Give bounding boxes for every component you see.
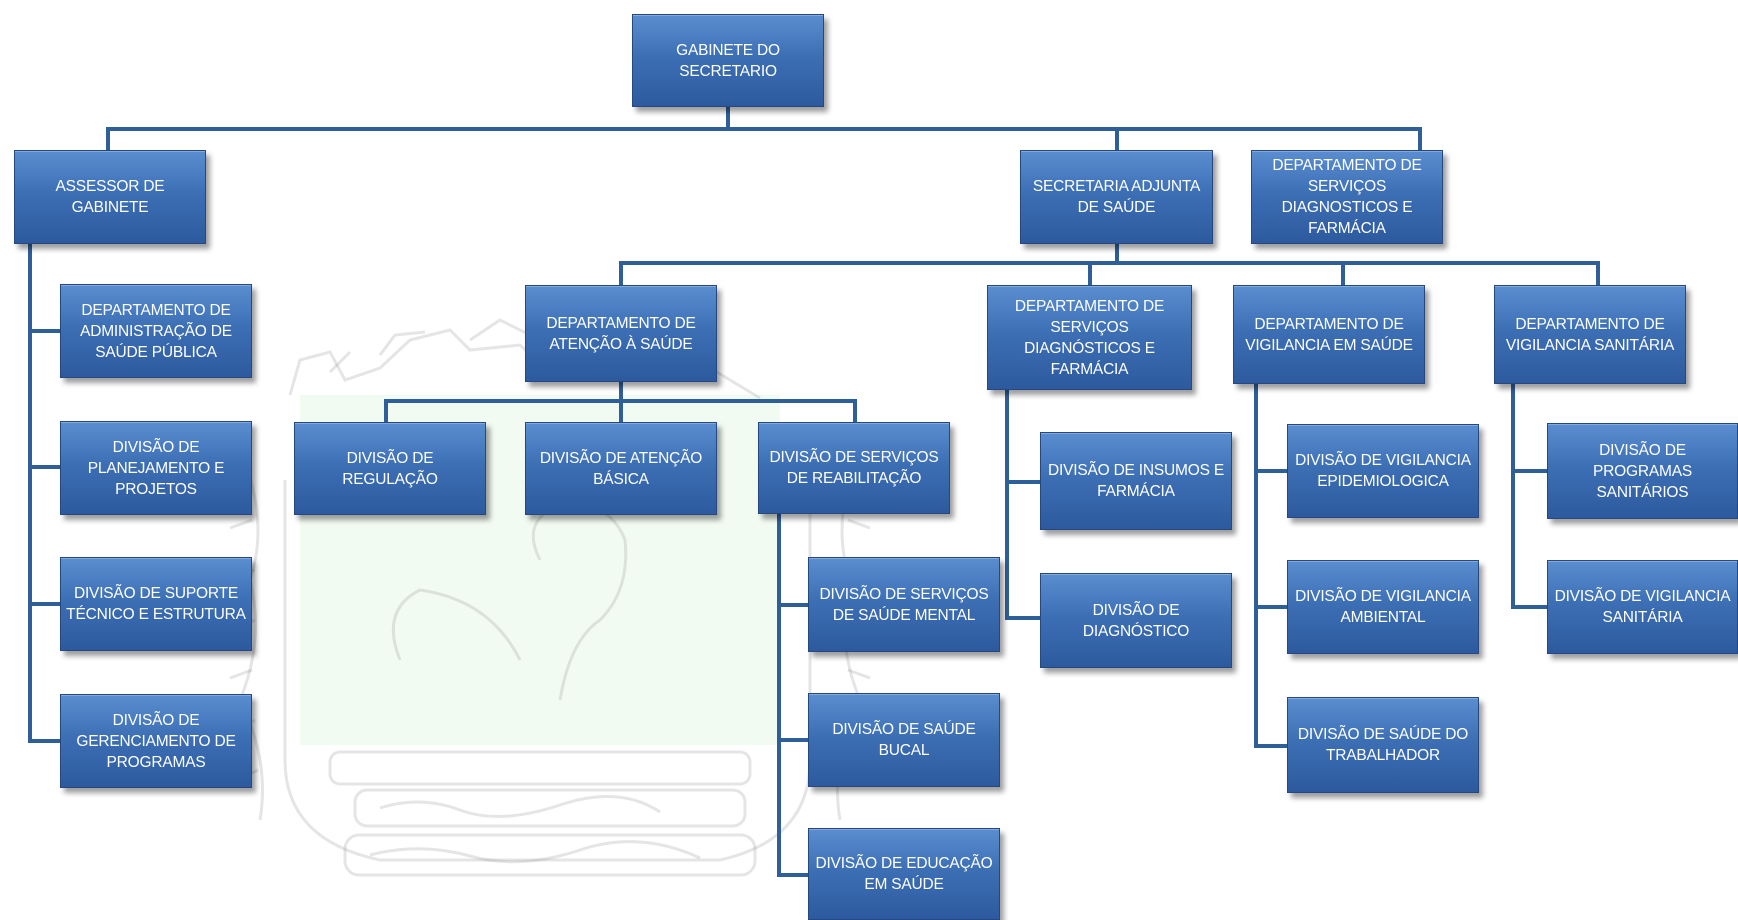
node-label: DIVISÃO DE INSUMOS E FARMÁCIA (1047, 462, 1224, 500)
node-dep-diagnosticos-farmacia: DEPARTAMENTO DE SERVIÇOS DIAGNÓSTICOS E … (987, 285, 1192, 390)
node-label: SECRETARIA ADJUNTA DE SAÚDE (1032, 178, 1201, 216)
node-label: DIVISÃO DE SERVIÇOS DE REABILITAÇÃO (769, 449, 939, 487)
node-div-reabilitacao: DIVISÃO DE SERVIÇOS DE REABILITAÇÃO (758, 422, 950, 514)
node-label: DIVISÃO DE REGULAÇÃO (342, 449, 438, 488)
node-div-diagnostico: DIVISÃO DE DIAGNÓSTICO (1040, 573, 1232, 668)
node-label: DIVISÃO DE PLANEJAMENTO E PROJETOS (87, 438, 225, 498)
node-label: DIVISÃO DE VIGILANCIA SANITÁRIA (1554, 588, 1731, 626)
node-label: DIVISÃO DE EDUCAÇÃO EM SAÚDE (815, 855, 993, 893)
node-label: GABINETE DO SECRETARIO (676, 41, 780, 80)
node-label: DIVISÃO DE SAÚDE BUCAL (832, 721, 976, 759)
node-secretaria-adjunta: SECRETARIA ADJUNTA DE SAÚDE (1020, 150, 1213, 244)
node-div-programas-sanitarios: DIVISÃO DE PROGRAMAS SANITÁRIOS (1547, 423, 1738, 519)
node-div-vigilancia-epidemiologica: DIVISÃO DE VIGILANCIA EPIDEMIOLOGICA (1287, 424, 1479, 518)
node-label: DIVISÃO DE SAÚDE DO TRABALHADOR (1297, 726, 1469, 764)
node-dep-diagnosticos-farmacia-top: DEPARTAMENTO DE SERVIÇOS DIAGNOSTICOS E … (1251, 150, 1443, 244)
node-div-regulacao: DIVISÃO DE REGULAÇÃO (294, 422, 486, 515)
node-label: DIVISÃO DE SUPORTE TÉCNICO E ESTRUTURA (66, 585, 246, 623)
node-div-insumos-farmacia: DIVISÃO DE INSUMOS E FARMÁCIA (1040, 432, 1232, 530)
node-div-vigilancia-ambiental: DIVISÃO DE VIGILANCIA AMBIENTAL (1287, 560, 1479, 654)
node-div-educacao-saude: DIVISÃO DE EDUCAÇÃO EM SAÚDE (808, 828, 1000, 920)
node-dep-vigilancia-sanitaria: DEPARTAMENTO DE VIGILANCIA SANITÁRIA (1494, 285, 1686, 384)
node-label: DEPARTAMENTO DE ATENÇÃO À SAÚDE (546, 314, 696, 353)
node-dep-atencao-saude: DEPARTAMENTO DE ATENÇÃO À SAÚDE (525, 285, 717, 382)
node-label: DEPARTAMENTO DE SERVIÇOS DIAGNOSTICOS E … (1272, 157, 1422, 237)
node-label: DIVISÃO DE SERVIÇOS DE SAÚDE MENTAL (819, 585, 989, 624)
node-div-gerenciamento: DIVISÃO DE GERENCIAMENTO DE PROGRAMAS (60, 694, 252, 788)
node-label: DIVISÃO DE DIAGNÓSTICO (1082, 601, 1190, 640)
node-label: DIVISÃO DE PROGRAMAS SANITÁRIOS (1593, 441, 1692, 501)
node-label: ASSESSOR DE GABINETE (55, 178, 165, 216)
node-dep-administracao: DEPARTAMENTO DE ADMINISTRAÇÃO DE SAÚDE P… (60, 284, 252, 378)
node-div-saude-bucal: DIVISÃO DE SAÚDE BUCAL (808, 693, 1000, 787)
node-assessor-de-gabinete: ASSESSOR DE GABINETE (14, 150, 206, 244)
node-label: DEPARTAMENTO DE ADMINISTRAÇÃO DE SAÚDE P… (80, 301, 232, 361)
node-label: DIVISÃO DE ATENÇÃO BÁSICA (539, 449, 703, 488)
node-div-suporte-tecnico: DIVISÃO DE SUPORTE TÉCNICO E ESTRUTURA (60, 557, 252, 651)
node-label: DIVISÃO DE VIGILANCIA EPIDEMIOLOGICA (1295, 452, 1471, 490)
node-gabinete-do-secretario: GABINETE DO SECRETARIO (632, 14, 824, 107)
node-label: DIVISÃO DE VIGILANCIA AMBIENTAL (1295, 588, 1471, 626)
node-label: DEPARTAMENTO DE VIGILANCIA SANITÁRIA (1505, 315, 1675, 354)
node-div-planejamento: DIVISÃO DE PLANEJAMENTO E PROJETOS (60, 421, 252, 515)
node-div-atencao-basica: DIVISÃO DE ATENÇÃO BÁSICA (525, 422, 717, 515)
node-div-saude-trabalhador: DIVISÃO DE SAÚDE DO TRABALHADOR (1287, 697, 1479, 793)
node-label: DEPARTAMENTO DE VIGILANCIA EM SAÚDE (1245, 315, 1413, 354)
node-dep-vigilancia-saude: DEPARTAMENTO DE VIGILANCIA EM SAÚDE (1233, 285, 1425, 384)
node-label: DEPARTAMENTO DE SERVIÇOS DIAGNÓSTICOS E … (1014, 297, 1165, 378)
node-label: DIVISÃO DE GERENCIAMENTO DE PROGRAMAS (76, 711, 236, 771)
node-div-vigilancia-sanitaria: DIVISÃO DE VIGILANCIA SANITÁRIA (1547, 560, 1738, 654)
node-div-saude-mental: DIVISÃO DE SERVIÇOS DE SAÚDE MENTAL (808, 557, 1000, 652)
